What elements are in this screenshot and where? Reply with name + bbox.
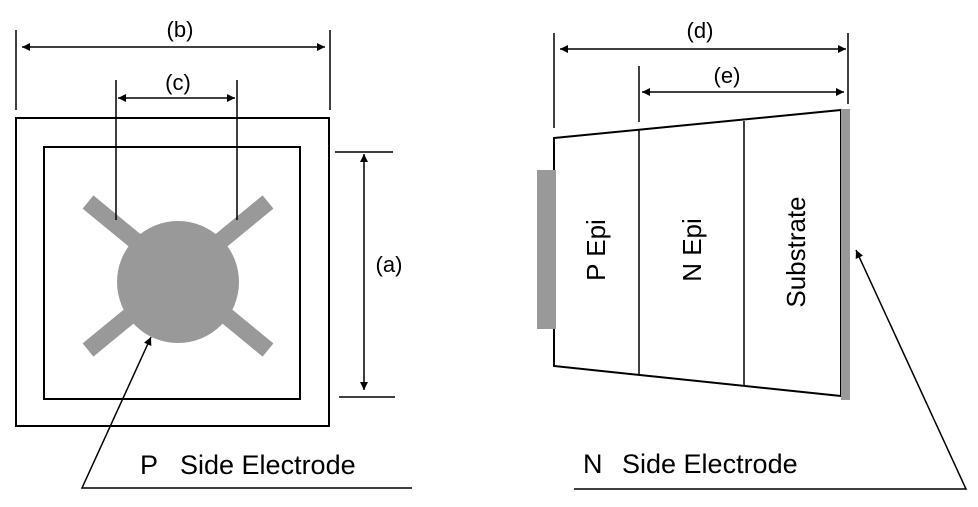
dimension-label-e: (e) [714,63,741,88]
dimension-e: (e) [638,63,844,122]
dimension-label-a: (a) [376,252,403,277]
dimension-label-d: (d) [687,18,714,43]
layer-label-substrate: Substrate [781,196,811,307]
callout-label-p: Side Electrode [180,450,356,480]
dimension-label-b: (b) [167,17,194,42]
callout-label-n: Side Electrode [622,449,798,479]
n-electrode [841,109,850,400]
dimension-d: (d) [553,18,849,128]
electrode-pad [117,221,239,343]
side-view: P Epi N Epi Substrate (d) (e) N Side Ele… [537,18,968,490]
n-side-callout: N Side Electrode [574,249,968,490]
callout-leader-line [80,336,412,489]
p-electrode-side [537,170,556,329]
dimension-b: (b) [15,17,331,110]
p-side-electrode [82,195,274,357]
dimension-label-c: (c) [165,70,191,95]
layer-label-n-epi: N Epi [677,218,707,282]
dimension-c: (c) [115,70,238,220]
callout-leader-line [574,249,968,490]
callout-prefix-p: P [140,450,158,480]
dimension-a: (a) [335,151,403,398]
p-side-callout: P Side Electrode [80,336,412,489]
layer-label-p-epi: P Epi [581,219,611,281]
callout-prefix-n: N [583,449,603,479]
top-view: (b) (c) (a) P Side Electrode [15,17,412,489]
chip-outer-outline [15,117,330,427]
chip-inner-outline [43,146,301,400]
